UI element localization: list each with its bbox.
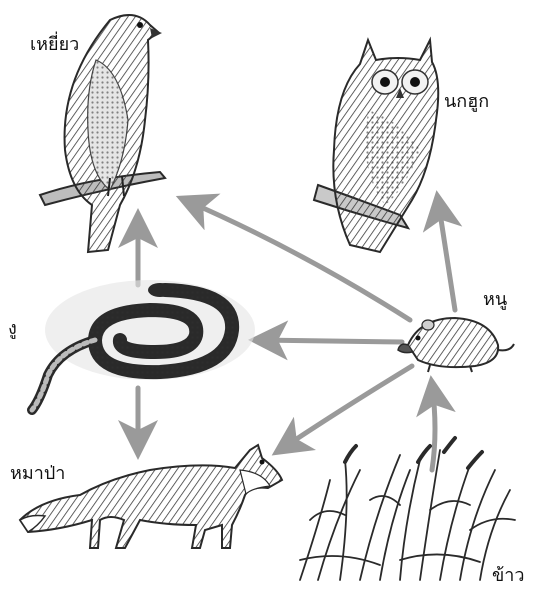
- hawk-label: เหยี่ยว: [30, 36, 79, 54]
- rice-icon: [300, 438, 515, 580]
- fox-label: หมาป่า: [10, 465, 65, 483]
- fox-icon: [20, 445, 282, 548]
- snake-icon: [32, 280, 255, 410]
- arrow-mouse-to-owl: [438, 200, 455, 310]
- arrow-mouse-to-fox: [280, 366, 412, 450]
- mouse-icon: [398, 318, 514, 372]
- mouse-label: หนู: [483, 291, 507, 309]
- rice-label: ข้าว: [492, 567, 525, 585]
- snake-label: งู: [8, 320, 17, 338]
- arrow-mouse-to-snake: [258, 340, 402, 342]
- owl-icon: [314, 40, 438, 252]
- owl-label: นกฮูก: [444, 93, 489, 111]
- arrow-rice-to-mouse: [432, 385, 435, 470]
